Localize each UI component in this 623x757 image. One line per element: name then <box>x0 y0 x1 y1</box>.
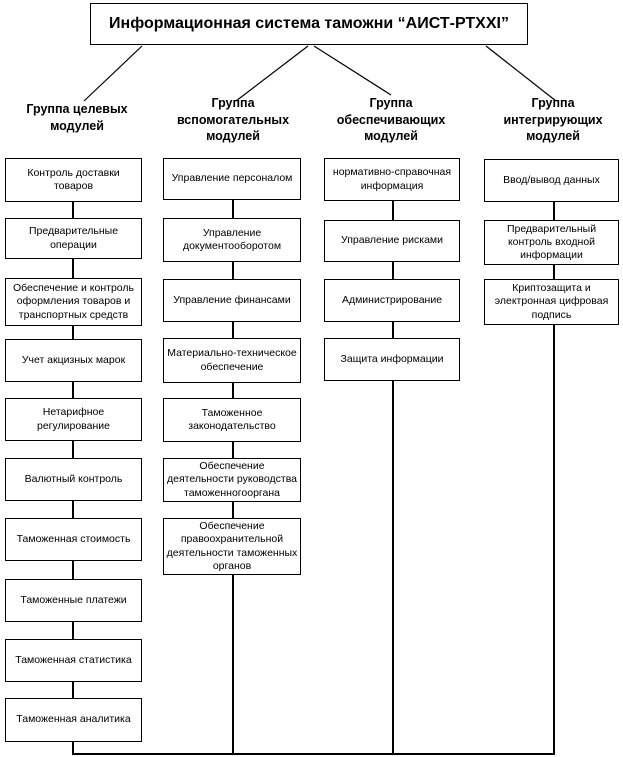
node-box: Таможенная статистика <box>5 639 142 682</box>
diagram-title: Информационная система таможни “АИСТ-РТX… <box>90 3 528 45</box>
node-box: Управление персоналом <box>163 158 301 200</box>
node-box: Нетарифное регулирование <box>5 398 142 441</box>
node-box: Валютный контроль <box>5 458 142 501</box>
node-box: Администрирование <box>324 279 460 322</box>
node-box: Обеспечение деятельности руководства там… <box>163 458 301 502</box>
column-header-integrating-modules: Группа интегрирующих модулей <box>503 96 603 143</box>
node-box: нормативно-справочная информация <box>324 158 460 201</box>
node-box: Ввод/вывод данных <box>484 159 619 202</box>
node-box: Таможенные платежи <box>5 579 142 622</box>
node-box: Таможенное законодательство <box>163 398 301 442</box>
node-box: Предварительные операции <box>5 218 142 259</box>
node-box: Управление документооборотом <box>163 218 301 262</box>
column-header-supporting-modules: Группа обеспечивающих модулей <box>336 96 446 143</box>
node-box: Предварительный контроль входной информа… <box>484 220 619 265</box>
node-box: Управление финансами <box>163 279 301 322</box>
node-box: Таможенная аналитика <box>5 698 142 742</box>
node-box: Материально-техническое обеспечение <box>163 338 301 383</box>
node-box: Контроль доставки товаров <box>5 158 142 202</box>
column-header-target-modules: Группа целевых модулей <box>26 102 128 133</box>
node-box: Управление рисками <box>324 220 460 262</box>
node-box: Защита информации <box>324 338 460 381</box>
column-header-auxiliary-modules: Группа вспомогательных модулей <box>176 96 290 143</box>
node-box: Обеспечение и контроль оформления товаро… <box>5 278 142 326</box>
node-box: Таможенная стоимость <box>5 518 142 561</box>
node-box: Криптозащита и электронная цифровая подп… <box>484 279 619 325</box>
node-box: Обеспечение правоохранительной деятельно… <box>163 518 301 575</box>
node-box: Учет акцизных марок <box>5 339 142 382</box>
